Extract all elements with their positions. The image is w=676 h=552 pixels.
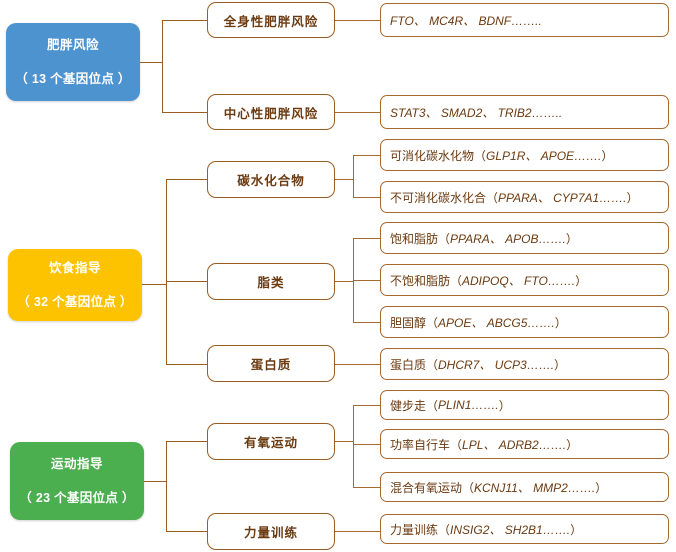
leaf-prefix: 混合有氧运动（	[390, 480, 475, 495]
connector-leaf-lipid-1	[353, 238, 380, 239]
category-node-protein[interactable]: 蛋白质	[207, 345, 335, 382]
root-title: 饮食指导	[48, 260, 101, 275]
connector-branch-obesity-2	[162, 112, 207, 113]
connector-leaf-aerobic-1	[353, 405, 380, 406]
leaf-prefix: 功率自行车（	[390, 437, 463, 452]
leaf-prefix: 可消化碳水化物（	[390, 148, 487, 163]
leaf-suffix: ）	[626, 190, 639, 205]
connector-root-stub-diet	[142, 284, 166, 285]
leaf-genes: PLIN1…….	[438, 398, 499, 412]
leaf-node-cycling[interactable]: 功率自行车（ LPL、 ADRB2……. ）	[380, 429, 669, 459]
connector-branch-diet-3	[166, 364, 207, 365]
leaf-genes: KCNJ11、 MMP2…….	[474, 480, 596, 495]
leaf-prefix: 胆固醇（	[390, 315, 439, 330]
category-node-lipids[interactable]: 脂类	[207, 263, 335, 300]
leaf-suffix: ）	[498, 398, 511, 413]
connector-branch-exercise-1	[166, 441, 207, 442]
category-node-central-obesity[interactable]: 中心性肥胖风险	[207, 94, 335, 130]
connector-leaf-protein	[335, 364, 380, 365]
connector-stub-aerobic	[335, 441, 353, 442]
leaf-genes: GLP1R、 APOE…….	[486, 148, 602, 163]
category-node-strength-training[interactable]: 力量训练	[207, 513, 335, 550]
leaf-genes: PPARA、 CYP7A1…….	[498, 190, 627, 205]
leaf-suffix: ）	[566, 437, 579, 452]
leaf-suffix: ）	[554, 357, 567, 372]
connector-branch-diet-2	[166, 281, 207, 282]
category-node-aerobic-exercise[interactable]: 有氧运动	[207, 423, 335, 460]
connector-leaf-strength	[335, 531, 380, 532]
root-subtitle: （ 23 个基因位点 ）	[19, 491, 135, 505]
leaf-genes: PPARA、 APOB…….	[450, 231, 566, 246]
leaf-suffix: ）	[575, 273, 588, 288]
connector-leaf-carb-2	[353, 197, 380, 198]
connector-bus-carbohydrate	[353, 155, 354, 197]
root-node-obesity-risk[interactable]: 肥胖风险 （ 13 个基因位点 ）	[6, 23, 140, 101]
connector-root-stub-obesity	[140, 62, 162, 63]
leaf-genes: ADIPOQ、 FTO…….	[462, 273, 576, 288]
leaf-genes: STAT3、 SMAD2、 TRIB2……..	[390, 105, 563, 120]
root-title: 运动指导	[50, 456, 103, 471]
leaf-node-unsaturated-fat[interactable]: 不饱和脂肪（ ADIPOQ、 FTO……. ）	[380, 264, 669, 296]
leaf-prefix: 健步走（	[390, 398, 439, 413]
connector-root-stub-exercise	[144, 481, 166, 482]
root-subtitle: （ 13 个基因位点 ）	[15, 72, 131, 86]
connector-branch-diet-1	[166, 179, 207, 180]
leaf-node-strength-genes[interactable]: 力量训练（ INSIG2、 SH2B1……. ）	[380, 514, 669, 544]
leaf-prefix: 不可消化碳水化合（	[390, 190, 499, 205]
root-node-diet-guidance[interactable]: 饮食指导 （ 32 个基因位点 ）	[8, 249, 142, 321]
leaf-suffix: ）	[565, 231, 578, 246]
connector-stub-lipids	[335, 281, 353, 282]
connector-branch-obesity-1	[162, 20, 207, 21]
connector-bus-aerobic	[353, 405, 354, 487]
leaf-node-central-obesity-genes[interactable]: STAT3、 SMAD2、 TRIB2……..	[380, 95, 669, 129]
leaf-node-systemic-obesity-genes[interactable]: FTO、 MC4R、 BDNF……..	[380, 3, 669, 37]
leaf-suffix: ）	[601, 148, 614, 163]
leaf-node-protein-genes[interactable]: 蛋白质（ DHCR7、 UCP3……. ）	[380, 348, 669, 380]
category-node-systemic-obesity[interactable]: 全身性肥胖风险	[207, 2, 335, 38]
root-subtitle: （ 32 个基因位点 ）	[17, 295, 133, 309]
connector-branch-exercise-2	[166, 531, 207, 532]
connector-stub-carbohydrate	[335, 179, 353, 180]
category-label: 中心性肥胖风险	[223, 106, 319, 121]
connector-bus-diet	[166, 179, 167, 364]
connector-bus-exercise	[166, 441, 167, 531]
leaf-genes: FTO、 MC4R、 BDNF……..	[390, 13, 542, 28]
root-node-exercise-guidance[interactable]: 运动指导 （ 23 个基因位点 ）	[10, 442, 144, 520]
leaf-node-indigestible-carb[interactable]: 不可消化碳水化合（ PPARA、 CYP7A1……. ）	[380, 181, 669, 213]
category-label: 力量训练	[243, 526, 298, 540]
leaf-node-mixed-aerobic[interactable]: 混合有氧运动（ KCNJ11、 MMP2……. ）	[380, 472, 669, 502]
connector-leaf-aerobic-2	[353, 444, 380, 445]
connector-bus-obesity	[162, 20, 163, 112]
category-label: 蛋白质	[250, 358, 292, 372]
leaf-suffix: ）	[554, 315, 567, 330]
root-title: 肥胖风险	[46, 37, 99, 52]
leaf-prefix: 蛋白质（	[390, 357, 439, 372]
category-node-carbohydrate[interactable]: 碳水化合物	[207, 161, 335, 198]
category-label: 全身性肥胖风险	[223, 14, 319, 29]
leaf-genes: LPL、 ADRB2…….	[462, 437, 567, 452]
leaf-prefix: 饱和脂肪（	[390, 231, 451, 246]
leaf-genes: DHCR7、 UCP3…….	[438, 357, 555, 372]
connector-leaf-lipid-3	[353, 322, 380, 323]
leaf-suffix: ）	[570, 522, 583, 537]
category-label: 碳水化合物	[237, 174, 305, 188]
connector-leaf-obesity-2	[335, 112, 380, 113]
leaf-prefix: 不饱和脂肪（	[390, 273, 463, 288]
leaf-node-digestible-carb[interactable]: 可消化碳水化物（ GLP1R、 APOE……. ）	[380, 139, 669, 171]
leaf-prefix: 力量训练（	[390, 522, 451, 537]
leaf-genes: INSIG2、 SH2B1…….	[450, 522, 571, 537]
leaf-node-brisk-walking[interactable]: 健步走（ PLIN1……. ）	[380, 390, 669, 420]
connector-leaf-lipid-2	[353, 280, 380, 281]
connector-leaf-aerobic-3	[353, 487, 380, 488]
connector-leaf-obesity-1	[335, 20, 380, 21]
category-label: 有氧运动	[243, 436, 298, 450]
leaf-node-cholesterol[interactable]: 胆固醇（ APOE、 ABCG5……. ）	[380, 306, 669, 338]
leaf-node-saturated-fat[interactable]: 饱和脂肪（ PPARA、 APOB……. ）	[380, 222, 669, 254]
connector-leaf-carb-1	[353, 155, 380, 156]
leaf-suffix: ）	[595, 480, 608, 495]
leaf-genes: APOE、 ABCG5…….	[438, 315, 555, 330]
category-label: 脂类	[257, 276, 285, 290]
